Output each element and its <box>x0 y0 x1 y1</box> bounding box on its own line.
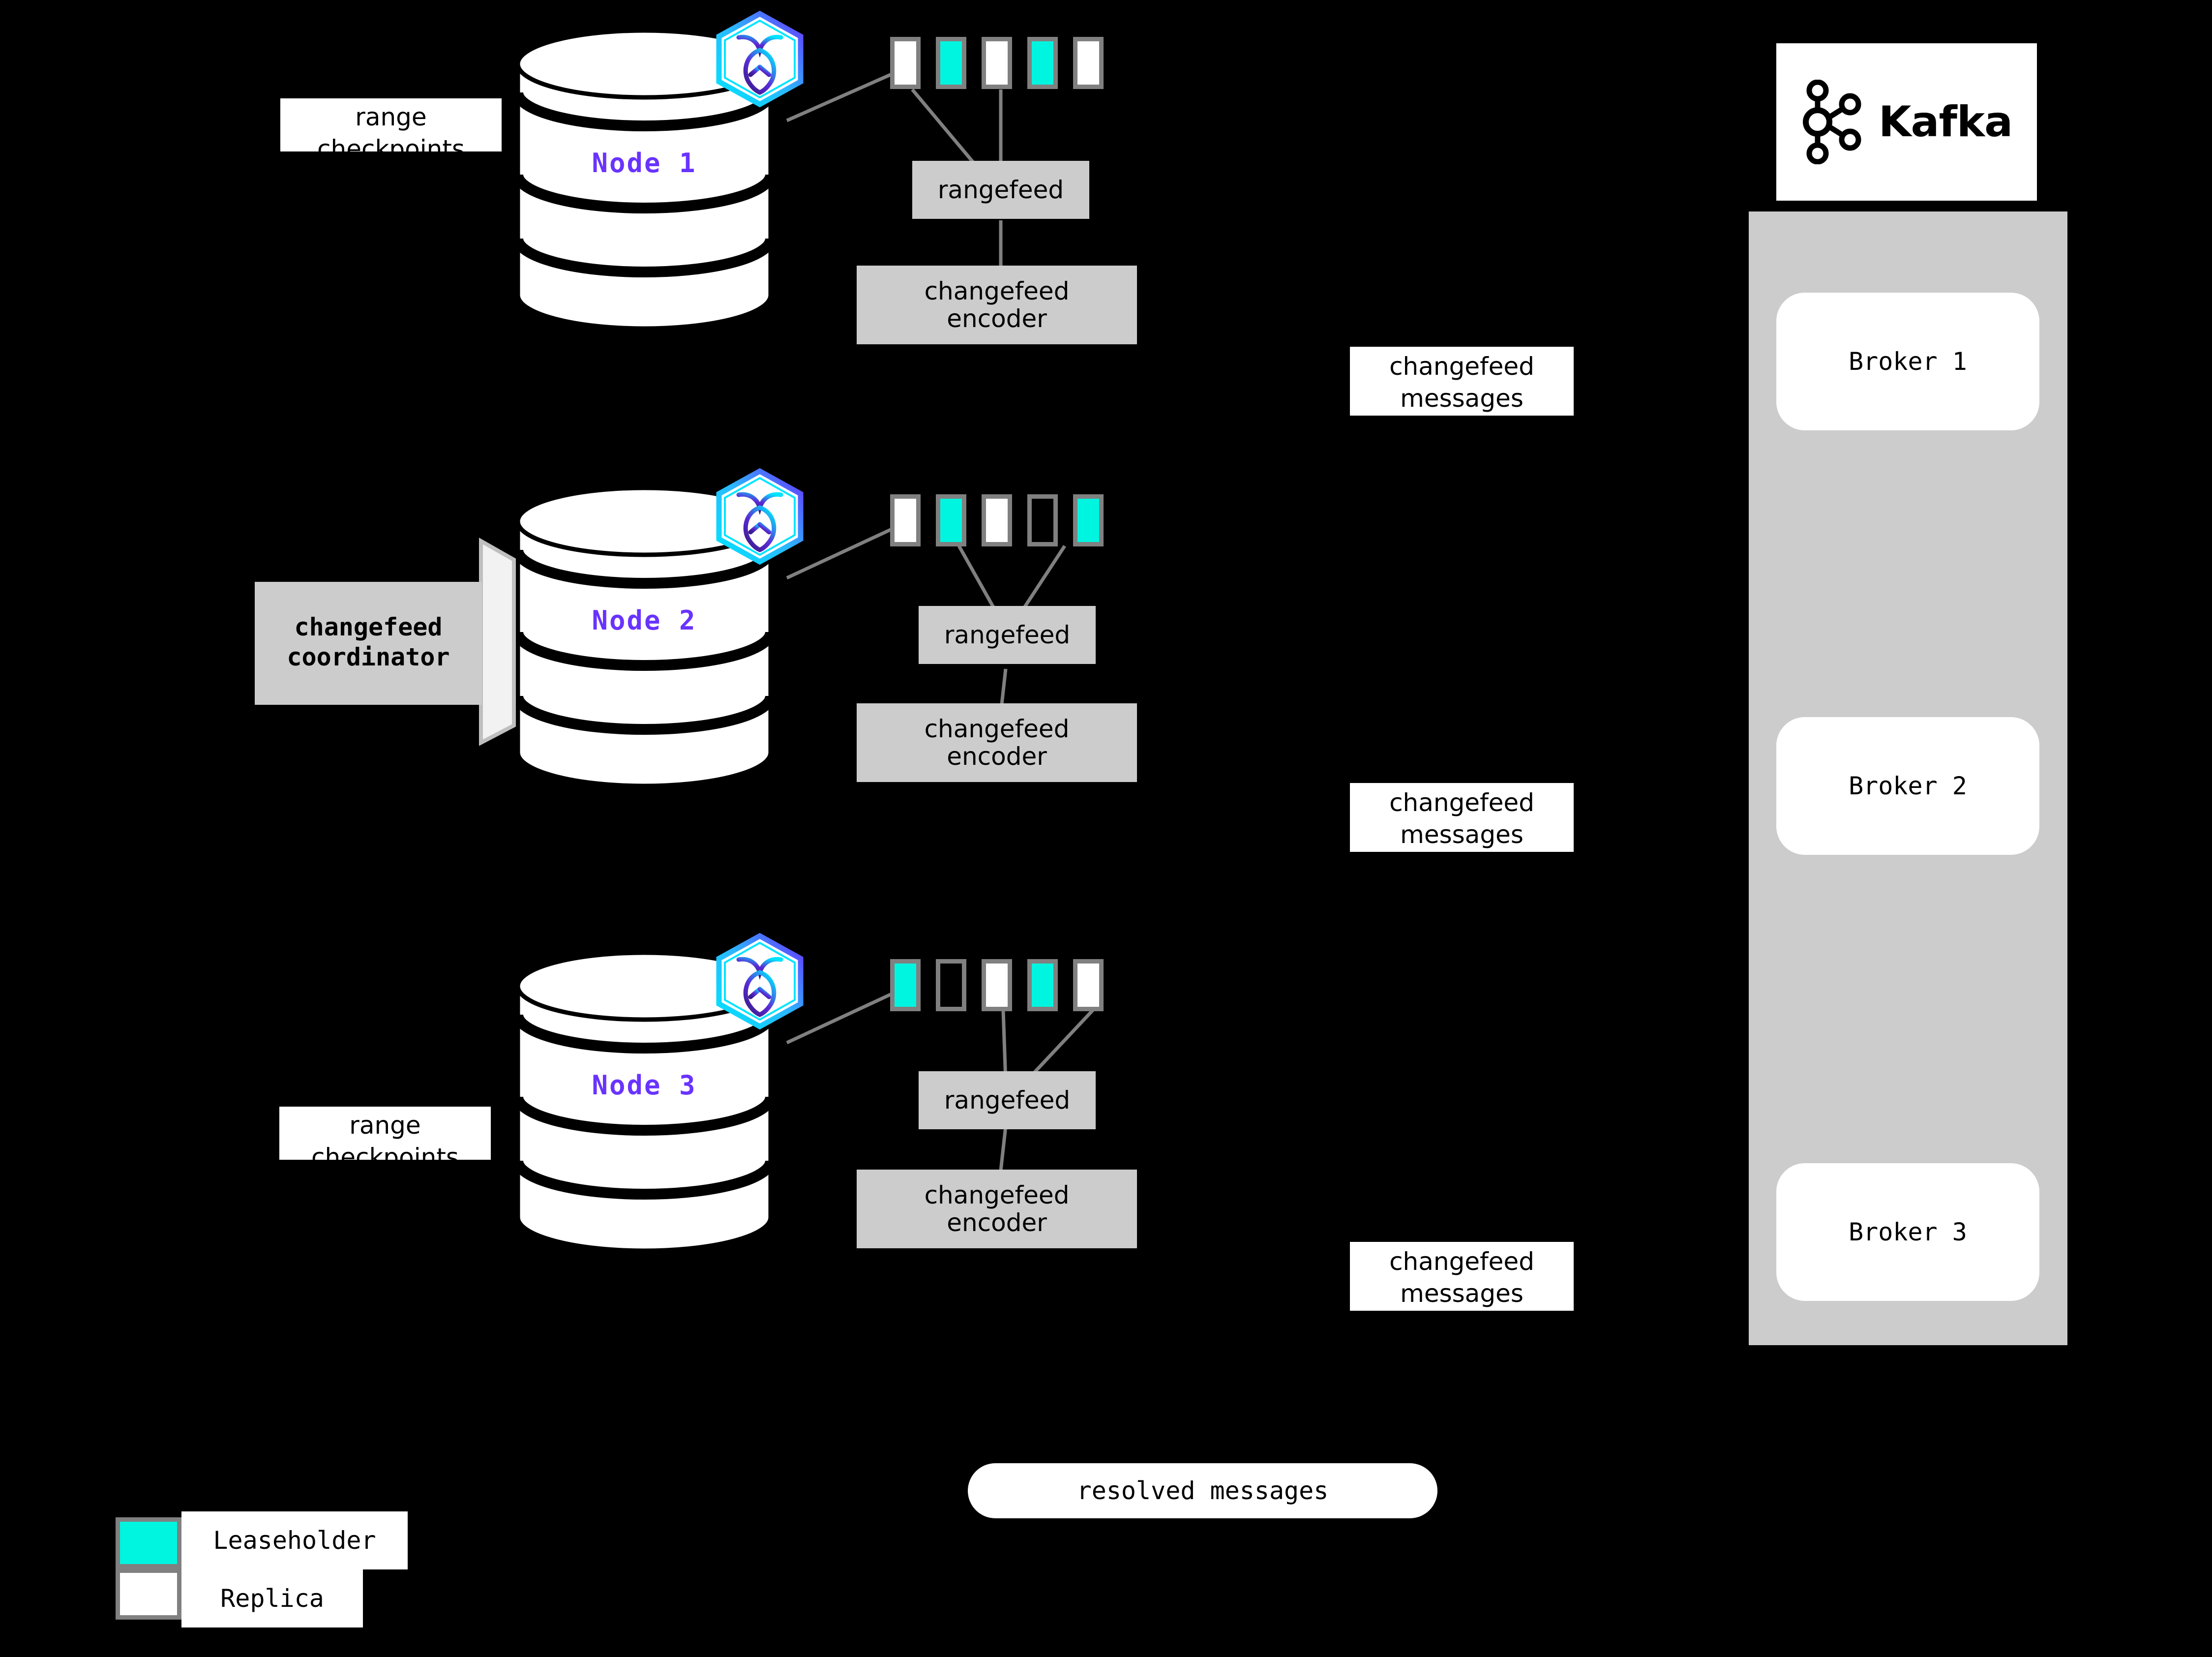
range-box[interactable] <box>936 959 966 1011</box>
node-1-rangefeed-box[interactable]: rangefeed <box>912 161 1089 219</box>
node-1-ranges <box>890 37 1146 91</box>
range-box[interactable] <box>1027 959 1058 1011</box>
node-2-label: Node 2 <box>592 605 697 636</box>
node-2-changefeed-encoder-box[interactable]: changefeed encoder <box>857 703 1137 782</box>
range-box[interactable] <box>936 494 966 546</box>
range-box[interactable] <box>890 494 921 546</box>
node-3-changefeed-messages-label: changefeed messages <box>1350 1242 1574 1311</box>
node-1-changefeed-messages-label: changefeed messages <box>1350 347 1574 416</box>
database-cylinder <box>512 27 776 332</box>
node-2-changefeed-messages-label: changefeed messages <box>1350 783 1574 852</box>
kafka-wordmark: Kafka <box>1878 97 2013 147</box>
cockroachdb-hexagon-icon <box>713 467 807 566</box>
legend-swatch-replica <box>116 1568 181 1620</box>
node-2-ranges <box>890 494 1146 548</box>
node-3-changefeed-encoder-box[interactable]: changefeed encoder <box>857 1170 1137 1248</box>
broker-3-box[interactable]: Broker 3 <box>1776 1163 2039 1301</box>
node-3-ranges <box>890 959 1146 1013</box>
node-2-rangefeed-box[interactable]: rangefeed <box>919 606 1096 664</box>
node-2-group: Node 2 <box>512 484 776 789</box>
database-cylinder <box>512 949 776 1254</box>
node-1-label: Node 1 <box>592 148 697 179</box>
cockroachdb-hexagon-icon <box>713 10 807 108</box>
legend-label-leaseholder: Leaseholder <box>181 1511 408 1569</box>
range-box[interactable] <box>982 494 1012 546</box>
range-box[interactable] <box>936 37 966 89</box>
cockroachdb-hexagon-icon <box>713 932 807 1030</box>
changefeed-coordinator-label: changefeed coordinator <box>287 613 450 671</box>
changefeed-coordinator-callout <box>246 536 551 748</box>
range-box[interactable] <box>1073 37 1104 89</box>
kafka-logo-card: Kafka <box>1776 43 2037 201</box>
database-cylinder <box>512 484 776 789</box>
kafka-logo-icon <box>1801 80 1866 164</box>
node-3-rangefeed-box[interactable]: rangefeed <box>919 1071 1096 1129</box>
node-3-label: Node 3 <box>592 1070 697 1101</box>
range-box[interactable] <box>1073 494 1104 546</box>
range-box[interactable] <box>982 959 1012 1011</box>
range-box[interactable] <box>890 37 921 89</box>
node-3-range-checkpoints-label: range checkpoints <box>279 1107 491 1172</box>
broker-1-box[interactable]: Broker 1 <box>1776 293 2039 430</box>
range-box[interactable] <box>982 37 1012 89</box>
range-box[interactable] <box>890 959 921 1011</box>
range-box[interactable] <box>1027 37 1058 89</box>
node-1-changefeed-encoder-box[interactable]: changefeed encoder <box>857 266 1137 344</box>
broker-2-box[interactable]: Broker 2 <box>1776 717 2039 855</box>
range-box[interactable] <box>1027 494 1058 546</box>
node-1-group: Node 1 <box>512 27 776 332</box>
range-box[interactable] <box>1073 959 1104 1011</box>
node-3-group: Node 3 <box>512 949 776 1254</box>
legend-label-replica: Replica <box>181 1569 363 1627</box>
legend-swatch-leaseholder <box>116 1517 181 1568</box>
node-1-range-checkpoints-label: range checkpoints <box>280 98 502 163</box>
resolved-messages-pill[interactable]: resolved messages <box>968 1463 1437 1518</box>
